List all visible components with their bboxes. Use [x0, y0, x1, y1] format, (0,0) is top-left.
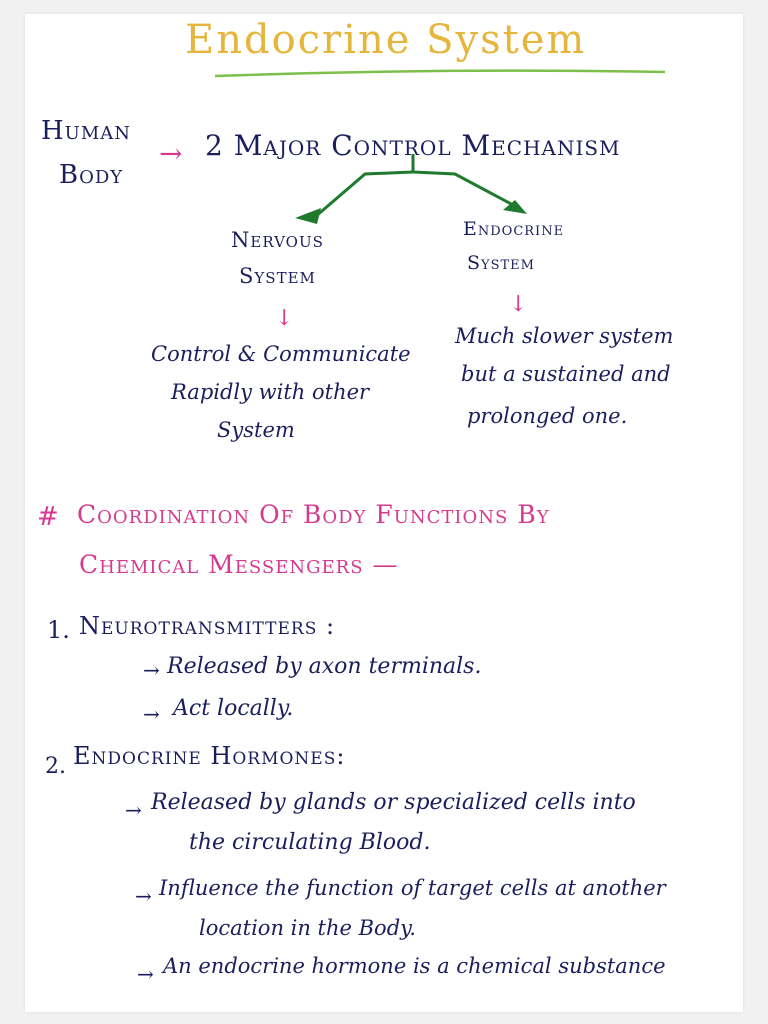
point-1-number: 1. [47, 616, 70, 644]
point-2-bullet-2-cont: location in the Body. [199, 916, 416, 940]
point-1-bullet-2-arrow: → [143, 702, 160, 726]
endocrine-down-arrow: ↓ [509, 292, 528, 317]
point-2-bullet-1-arrow: → [125, 798, 142, 822]
page-title: Endocrine System [185, 17, 587, 63]
endocrine-system-label: System [467, 252, 535, 274]
branch-arrow-left [314, 170, 414, 219]
nervous-down-arrow: ↓ [275, 306, 294, 331]
point-1-heading: Neurotransmitters : [79, 612, 336, 640]
nervous-desc-2: Rapidly with other [171, 380, 370, 404]
point-2-number: 2. [45, 754, 66, 779]
branch-arrowhead-right [503, 200, 527, 214]
endocrine-desc-1: Much slower system [455, 324, 674, 348]
point-2-bullet-2-arrow: → [135, 884, 152, 908]
intro-arrow: → [159, 137, 183, 170]
endocrine-desc-2: but a sustained and [461, 362, 671, 386]
title-underline [214, 69, 666, 78]
nervous-label: Nervous [231, 228, 324, 252]
section-heading-line2: Chemical Messengers — [79, 550, 399, 579]
body-label: Body [59, 160, 124, 190]
section-marker: # [37, 502, 59, 532]
human-label: Human [41, 116, 132, 146]
decorations [214, 69, 666, 224]
nervous-desc-1: Control & Communicate [151, 342, 411, 366]
point-2-bullet-1: Released by glands or specialized cells … [151, 790, 636, 815]
endocrine-label: Endocrine [463, 218, 565, 240]
branch-arrow-right [412, 170, 516, 208]
point-2-bullet-1-cont: the circulating Blood. [189, 830, 431, 855]
point-1-bullet-1: Released by axon terminals. [167, 654, 482, 679]
nervous-system-label: System [239, 264, 316, 288]
point-1-bullet-1-arrow: → [143, 658, 160, 682]
point-2-heading: Endocrine Hormones: [73, 742, 346, 770]
notebook-page: Endocrine System Human Body → 2 Major Co… [25, 14, 743, 1012]
point-2-bullet-2: Influence the function of target cells a… [159, 876, 666, 900]
point-2-bullet-3-arrow: → [137, 962, 154, 986]
point-2-bullet-3: An endocrine hormone is a chemical subst… [163, 954, 666, 978]
point-1-bullet-2: Act locally. [173, 696, 294, 721]
section-heading-line1: Coordination Of Body Functions By [77, 500, 550, 529]
endocrine-desc-3: prolonged one. [467, 404, 628, 428]
branch-arrowhead-left [295, 208, 321, 224]
major-control-heading: 2 Major Control Mechanism [205, 129, 621, 162]
nervous-desc-3: System [217, 418, 295, 442]
